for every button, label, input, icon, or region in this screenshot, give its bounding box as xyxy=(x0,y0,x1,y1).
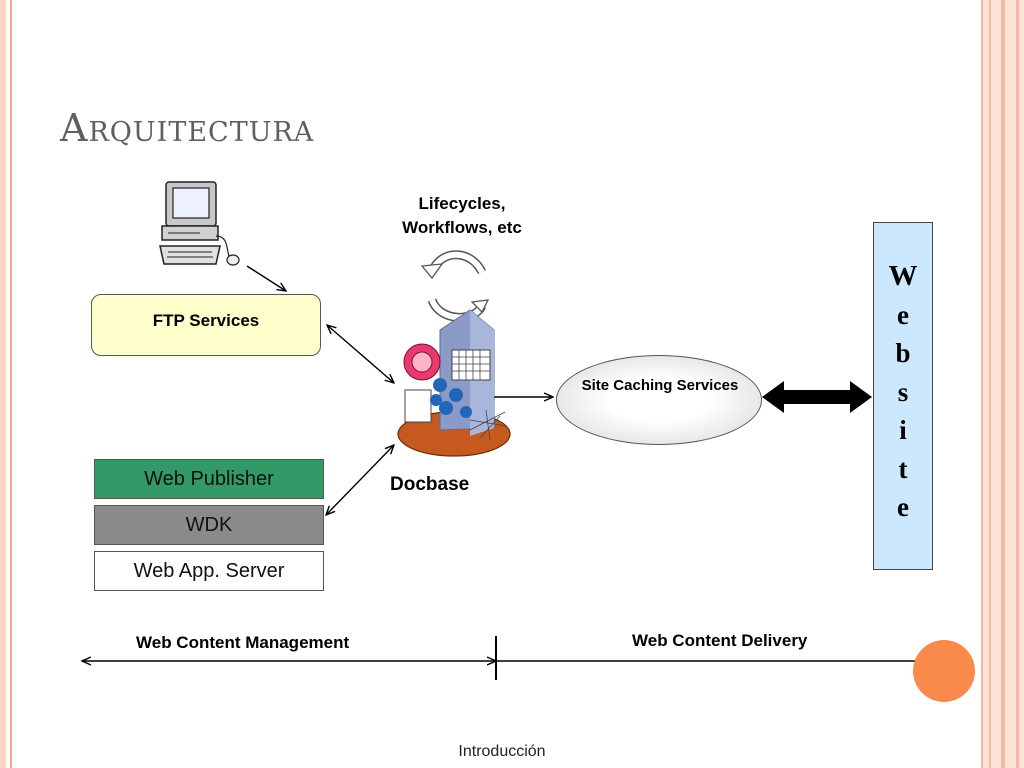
site-caching-services-node: Site Caching Services xyxy=(556,355,762,445)
refresh-arrows-icon xyxy=(420,250,490,322)
lifecycles-line-1: Lifecycles, xyxy=(418,194,506,213)
decorative-orange-circle xyxy=(913,640,975,702)
slide-footer: Introducción xyxy=(458,743,546,760)
ftp-services-box: FTP Services xyxy=(91,294,321,356)
web-content-delivery-label: Web Content Delivery xyxy=(632,631,808,650)
slide-title: Arquitectura xyxy=(60,106,315,150)
right-border-decoration xyxy=(978,0,1024,768)
web-app-server-box: Web App. Server xyxy=(94,551,324,591)
lifecycles-line-2: Workflows, etc xyxy=(402,218,522,237)
sync-double-arrow xyxy=(762,381,872,413)
left-border-decoration xyxy=(0,0,12,768)
site-caching-services-label: Site Caching Services xyxy=(581,377,739,394)
repository-icon xyxy=(397,309,511,457)
website-letter: e xyxy=(897,299,909,330)
web-content-management-label: Web Content Management xyxy=(136,633,350,652)
website-letter: i xyxy=(899,415,907,445)
website-letter: b xyxy=(895,338,911,368)
lifecycles-label: Lifecycles, Workflows, etc xyxy=(380,192,544,240)
website-letter: e xyxy=(897,492,909,522)
website-letter: s xyxy=(897,376,909,407)
website-letter: t xyxy=(898,453,908,484)
web-publisher-box: Web Publisher xyxy=(94,459,324,499)
wdk-box: WDK xyxy=(94,505,324,545)
docbase-label: Docbase xyxy=(390,474,470,495)
desktop-computer-icon xyxy=(159,181,240,266)
website-letter: W xyxy=(888,260,918,292)
website-box: W e b s i t e xyxy=(873,222,933,570)
